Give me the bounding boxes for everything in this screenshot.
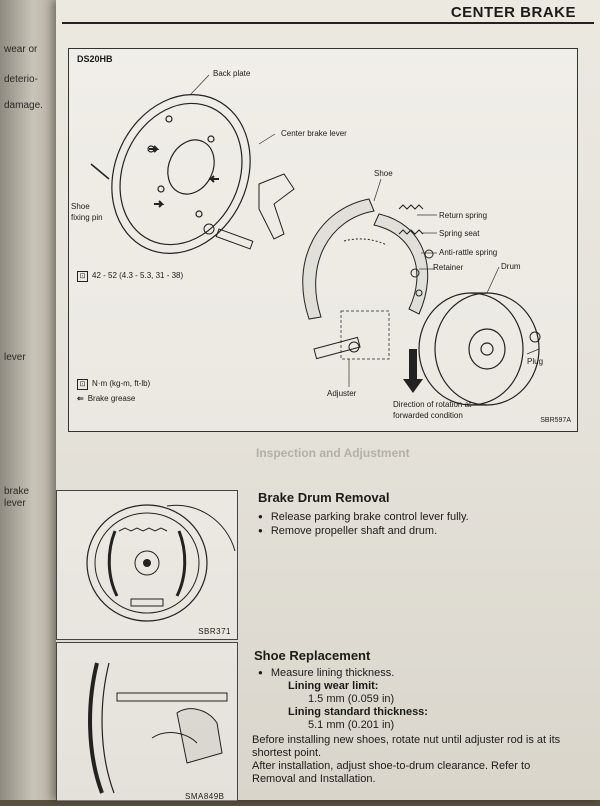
legend-grease-text: Brake grease: [87, 394, 136, 403]
plug-drawing: [529, 331, 541, 343]
wear-limit-value: 1.5 mm (0.059 in): [308, 693, 395, 705]
anti-rattle-spring-label: Anti-rattle spring: [439, 248, 498, 257]
adjuster-detail-box: [340, 310, 390, 360]
bleed-through-heading: Inspection and Adjustment: [256, 446, 410, 460]
bolt-drawing: [203, 223, 254, 250]
shoe-replacement-bullet: Measure lining thickness.: [258, 667, 395, 679]
legend-torque-text: N·m (kg-m, ft-lb): [92, 379, 151, 388]
drum-removal-bullet: Release parking brake control lever full…: [258, 511, 469, 523]
retainer-label: Retainer: [433, 263, 464, 272]
torque-icon: ⊡: [77, 271, 88, 282]
shoe-replacement-title: Shoe Replacement: [254, 648, 371, 663]
brake-shoe-drawing: [302, 198, 375, 320]
shoe-measure-image-code: SMA849B: [185, 792, 225, 801]
center-brake-lever-label: Center brake lever: [281, 129, 347, 138]
shoe-label: Shoe: [374, 169, 393, 178]
adjuster-drawing: [313, 336, 361, 360]
prev-page-text: damage.: [4, 100, 43, 111]
torque-spec: ⊡ 42 - 52 (4.3 - 5.3, 31 - 38): [77, 271, 183, 282]
adjuster-label: Adjuster: [327, 389, 357, 398]
shoe-measure-illustration: SMA849B: [56, 642, 238, 801]
header-rule: [62, 22, 594, 24]
legend-torque: ⊡ N·m (kg-m, ft-lb): [77, 379, 150, 390]
prev-page-text: brake: [4, 486, 30, 497]
back-plate-drawing: [111, 94, 251, 254]
standard-thickness-value: 5.1 mm (0.201 in): [308, 719, 395, 731]
drum-removal-image-code: SBR371: [198, 627, 231, 636]
drum-removal-bullet: Remove propeller shaft and drum.: [258, 525, 437, 537]
torque-value: 42 - 52 (4.3 - 5.3, 31 - 38): [92, 271, 184, 280]
prev-page-text: deterio-: [4, 74, 38, 85]
manual-page: CENTER BRAKE: [56, 0, 600, 801]
figure-code: SBR597A: [540, 417, 571, 424]
plug-label: Plug: [527, 357, 544, 366]
prev-page-text: wear or: [4, 44, 38, 55]
rotation-arrow: [403, 349, 423, 393]
exploded-view-figure: DS20HB Back plate Center brake lever Sho…: [68, 48, 578, 432]
figure-model-label: DS20HB: [77, 54, 113, 64]
shoe-measure-drawing: [88, 662, 228, 794]
drum-label: Drum: [501, 262, 521, 271]
previous-page-edge: wear or deterio- damage. lever brake lev…: [0, 0, 60, 800]
standard-thickness-label: Lining standard thickness:: [288, 706, 428, 718]
rotation-label: Direction of rotation at forwarded condi…: [393, 400, 472, 420]
back-plate-label: Back plate: [213, 69, 251, 78]
return-spring-label: Return spring: [439, 211, 488, 220]
wear-limit-label: Lining wear limit:: [288, 680, 379, 692]
center-brake-lever-drawing: [258, 173, 295, 240]
shoe-replacement-para2: After installation, adjust shoe-to-drum …: [252, 760, 531, 785]
drum-removal-drawing: [86, 504, 236, 622]
shoe-fixing-pin-label: Shoe fixing pin: [71, 202, 103, 222]
prev-page-text: lever: [4, 498, 26, 509]
page-title: CENTER BRAKE: [450, 4, 576, 21]
prev-page-text: lever: [4, 352, 26, 363]
shoe-replacement-para1: Before installing new shoes, rotate nut …: [252, 734, 561, 759]
drum-removal-illustration: SBR371: [56, 490, 238, 640]
drum-removal-title: Brake Drum Removal: [258, 490, 390, 505]
torque-icon: ⊡: [77, 379, 88, 390]
brake-drum-drawing: [418, 292, 540, 406]
exploded-view-drawing: [90, 74, 541, 406]
spring-seat-label: Spring seat: [439, 229, 480, 238]
legend-grease: ⇐Brake grease: [77, 394, 135, 403]
shoe-fixing-pin-drawing: [90, 163, 110, 180]
grease-arrow-icon: ⇐: [77, 394, 84, 403]
